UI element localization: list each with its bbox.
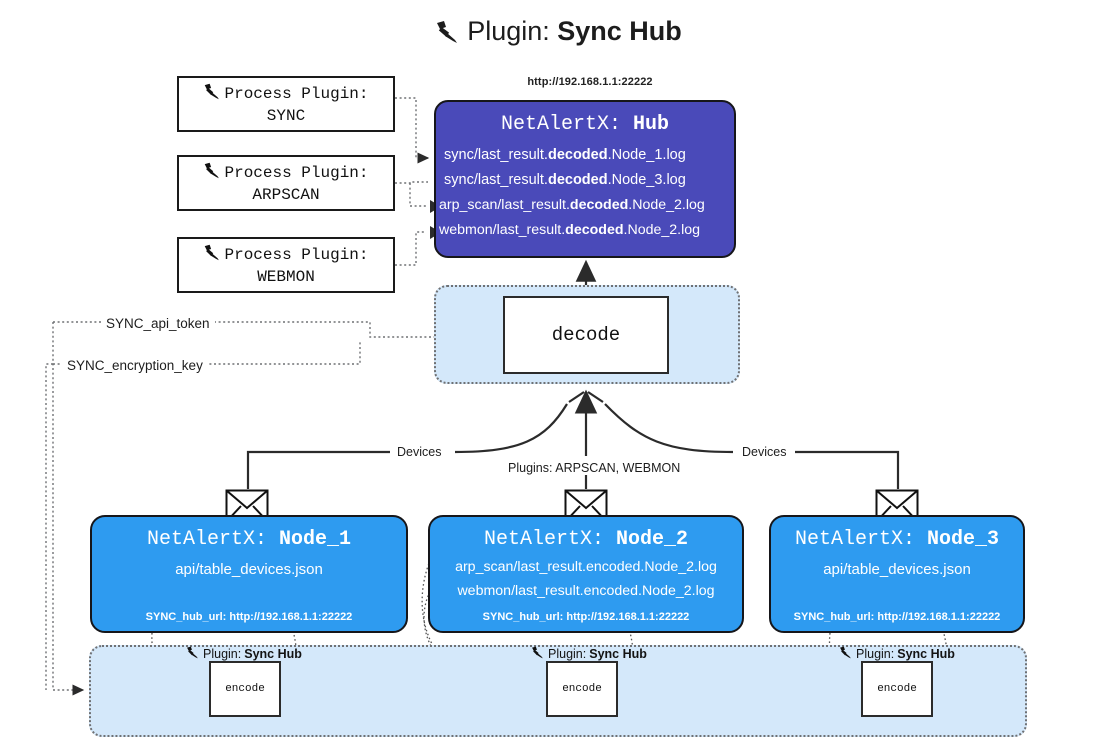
log-mid: decoded xyxy=(565,222,624,238)
plug-icon xyxy=(203,162,222,185)
node-title-prefix: NetAlertX: xyxy=(794,528,927,551)
log-post: .Node_2.log xyxy=(623,222,701,238)
node-footer: SYNC_hub_url: http://192.168.1.1:22222 xyxy=(793,611,1001,623)
log-mid: decoded xyxy=(547,172,608,188)
plug-icon xyxy=(186,646,200,662)
log-pre: sync/last_result. xyxy=(444,172,548,188)
edge-label-devices-left: Devices xyxy=(393,445,446,459)
process-plugin-name: ARPSCAN xyxy=(252,185,320,204)
node-box-1[interactable]: NetAlertX: Node_1 api/table_devices.json… xyxy=(90,515,408,633)
plugin-tag-name: Sync Hub xyxy=(897,647,955,661)
encode-box-node-1[interactable]: encode xyxy=(209,661,281,717)
plugin-tag-node-2: Plugin: Sync Hub xyxy=(531,646,647,662)
node-line: api/table_devices.json xyxy=(175,561,323,578)
page-title: Plugin: Sync Hub xyxy=(0,16,1117,51)
log-pre: sync/last_result. xyxy=(444,147,548,163)
plug-icon xyxy=(203,83,222,106)
node-title: NetAlertX: Node_2 xyxy=(430,528,742,551)
plugin-tag-name: Sync Hub xyxy=(244,647,302,661)
hub-log-row: arp_scan/last_result.decoded.Node_2.log xyxy=(436,193,734,218)
node-title: NetAlertX: Node_3 xyxy=(771,528,1023,551)
edge-label-devices-right: Devices xyxy=(738,445,791,459)
node-line-list: api/table_devices.json xyxy=(771,557,1023,582)
node-line-list: api/table_devices.json xyxy=(92,557,406,582)
encode-box-node-2[interactable]: encode xyxy=(546,661,618,717)
decode-box[interactable]: decode xyxy=(503,296,669,374)
node-line-list: arp_scan/last_result.encoded.Node_2.log … xyxy=(430,555,742,603)
log-mid: decoded xyxy=(569,197,629,213)
node-line: webmon/last_result.encoded.Node_2.log xyxy=(457,583,715,599)
node-footer: SYNC_hub_url: http://192.168.1.1:22222 xyxy=(145,611,353,623)
process-plugin-name: WEBMON xyxy=(257,267,315,286)
log-post: .Node_3.log xyxy=(607,172,686,188)
sync-encryption-key-label: SYNC_encryption_key xyxy=(62,358,208,373)
process-plugin-box-arpscan[interactable]: Process Plugin: ARPSCAN xyxy=(177,155,395,211)
log-post: .Node_2.log xyxy=(628,197,705,213)
hub-log-row: webmon/last_result.decoded.Node_2.log xyxy=(436,218,734,243)
process-plugin-name: SYNC xyxy=(266,106,306,125)
log-post: .Node_1.log xyxy=(607,147,686,163)
edge-label-plugins: Plugins: ARPSCAN, WEBMON xyxy=(504,461,685,475)
plugin-tag-prefix: Plugin: xyxy=(856,647,895,661)
node-box-3[interactable]: NetAlertX: Node_3 api/table_devices.json… xyxy=(769,515,1025,633)
plug-icon xyxy=(531,646,545,662)
hub-url-label: http://192.168.1.1:22222 xyxy=(527,76,653,88)
plugin-tag-prefix: Plugin: xyxy=(203,647,242,661)
hub-title-name: Hub xyxy=(633,113,670,136)
hub-title-prefix: NetAlertX: xyxy=(500,113,633,136)
node-box-2[interactable]: NetAlertX: Node_2 arp_scan/last_result.e… xyxy=(428,515,744,633)
process-plugin-label: Process Plugin: xyxy=(224,164,369,182)
plugin-tag-name: Sync Hub xyxy=(589,647,647,661)
hub-box[interactable]: NetAlertX: Hub sync/last_result.decoded.… xyxy=(434,100,736,258)
title-prefix: Plugin: xyxy=(467,16,558,46)
node-title: NetAlertX: Node_1 xyxy=(92,528,406,551)
node-footer: SYNC_hub_url: http://192.168.1.1:22222 xyxy=(482,611,690,623)
hub-log-list: sync/last_result.decoded.Node_1.log sync… xyxy=(436,143,734,243)
hub-log-row: sync/last_result.decoded.Node_3.log xyxy=(436,168,734,193)
node-line: api/table_devices.json xyxy=(823,561,971,578)
hub-title: NetAlertX: Hub xyxy=(436,113,734,136)
plug-icon xyxy=(435,20,461,51)
process-plugin-box-sync[interactable]: Process Plugin: SYNC xyxy=(177,76,395,132)
node-title-prefix: NetAlertX: xyxy=(483,528,616,551)
hub-log-row: sync/last_result.decoded.Node_1.log xyxy=(436,143,734,168)
encode-box-node-3[interactable]: encode xyxy=(861,661,933,717)
log-mid: decoded xyxy=(547,147,608,163)
node-title-prefix: NetAlertX: xyxy=(146,528,279,551)
node-title-name: Node_3 xyxy=(927,528,1000,551)
sync-api-token-label: SYNC_api_token xyxy=(101,316,215,331)
title-name: Sync Hub xyxy=(557,16,682,46)
node-title-name: Node_1 xyxy=(279,528,352,551)
plug-icon xyxy=(203,244,222,267)
process-plugin-box-webmon[interactable]: Process Plugin: WEBMON xyxy=(177,237,395,293)
plugin-tag-node-3: Plugin: Sync Hub xyxy=(839,646,955,662)
node-line: arp_scan/last_result.encoded.Node_2.log xyxy=(455,559,717,575)
log-pre: webmon/last_result. xyxy=(439,222,566,238)
plugin-tag-node-1: Plugin: Sync Hub xyxy=(186,646,302,662)
process-plugin-label: Process Plugin: xyxy=(224,246,369,264)
log-pre: arp_scan/last_result. xyxy=(439,197,570,213)
process-plugin-label: Process Plugin: xyxy=(224,85,369,103)
plugin-tag-prefix: Plugin: xyxy=(548,647,587,661)
plug-icon xyxy=(839,646,853,662)
node-title-name: Node_2 xyxy=(616,528,689,551)
